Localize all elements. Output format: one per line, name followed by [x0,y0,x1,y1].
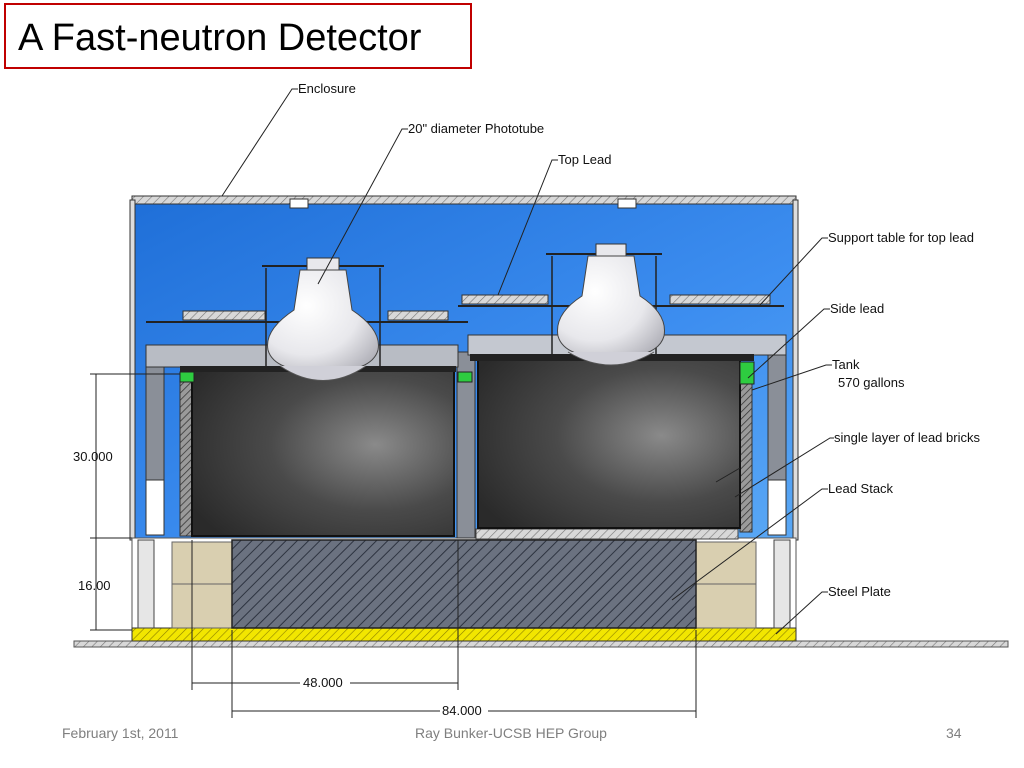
side-lead-left [179,371,193,537]
lead-stack [231,539,697,629]
label-side-lead: Side lead [830,301,884,316]
label-support-table: Support table for top lead [828,230,974,245]
label-lead-stack: Lead Stack [828,481,894,496]
label-lead-bricks: single layer of lead bricks [834,430,980,445]
tank-right [477,359,741,529]
green-marker-left [179,371,195,383]
dimension-height-tank: 30.000 [73,449,113,464]
label-phototube: 20" diameter Phototube [408,121,544,136]
beige-block-right-top [695,541,757,585]
label-enclosure: Enclosure [298,81,356,96]
dimension-height-stack: 16.00 [78,578,111,593]
frame-column-left [137,539,155,629]
tank-left [191,369,455,537]
label-tank: Tank [832,357,860,372]
beige-block-left-top [171,541,233,585]
title-box: A Fast-neutron Detector [4,3,472,69]
top-lead-left-b [387,310,449,321]
label-top-lead: Top Lead [558,152,612,167]
beige-block-right-bottom [695,583,757,629]
label-steel-plate: Steel Plate [828,584,891,599]
enclosure-top-bracket-right [617,198,637,209]
phototube-left [262,257,384,381]
enclosure-left-wall [129,199,136,541]
footer-date: February 1st, 2011 [62,725,179,741]
leader-lines [221,88,834,635]
top-lead-right-a [461,294,549,305]
label-tank-volume: 570 gallons [838,375,905,390]
frame-column-right [773,539,791,629]
enclosure-top [131,195,797,205]
footer-author: Ray Bunker-UCSB HEP Group [415,725,607,741]
phototube-right [546,243,665,366]
support-bracket-right [767,479,787,536]
slide-title: A Fast-neutron Detector [18,17,422,59]
top-lead-left-a [182,310,266,321]
dimension-width-tank: 48.000 [303,675,343,690]
beige-block-left-bottom [171,583,233,629]
top-lead-right-b [669,294,771,305]
footer-page-number: 34 [946,725,962,741]
lead-brick-layer [475,528,739,540]
dimension-width-stack: 84.000 [442,703,482,718]
support-bracket-left [145,479,165,536]
enclosure-right-wall [792,199,799,541]
ground-line [73,640,1009,648]
enclosure-top-bracket-left [289,198,309,209]
support-column-middle [456,351,476,539]
green-marker-middle [457,371,473,383]
green-marker-right [739,361,755,385]
dimension-lines [90,373,697,718]
side-lead-right [739,361,753,533]
